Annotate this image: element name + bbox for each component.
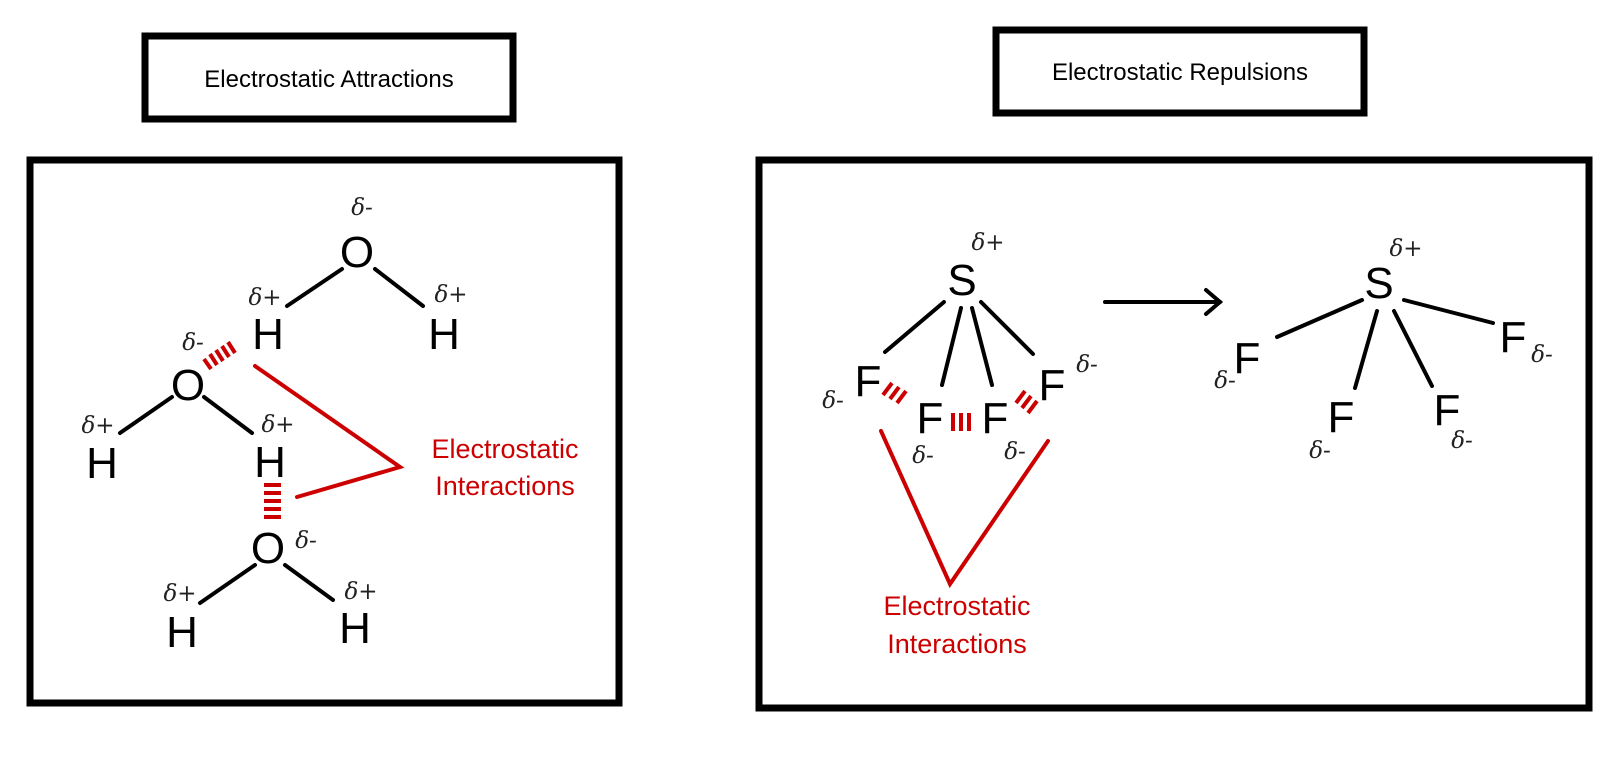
sf4-after: S δ+ F F F F δ- δ- δ- δ- bbox=[1214, 236, 1553, 464]
bond-oh bbox=[285, 267, 344, 308]
repulsion-hash-middle bbox=[951, 413, 971, 431]
annotation-left: Electrostatic Interactions bbox=[431, 434, 578, 501]
callout-line-right bbox=[879, 429, 1050, 589]
atom-oxygen: O bbox=[251, 524, 285, 573]
atom-hydrogen: H bbox=[86, 439, 118, 488]
bond-sf bbox=[1353, 309, 1379, 390]
bond-sf bbox=[1392, 309, 1434, 388]
water-molecule-bottom: O H H δ- δ+ δ+ bbox=[163, 524, 377, 657]
atom-fluorine: F bbox=[1500, 313, 1527, 362]
water-molecule-middle: O H H δ- δ+ δ+ bbox=[81, 330, 294, 488]
repulsion-hash-right bbox=[1014, 389, 1039, 415]
charge-delta-plus: δ+ bbox=[248, 285, 281, 311]
atom-oxygen: O bbox=[171, 361, 205, 410]
bond-sf bbox=[883, 300, 946, 354]
bond-oh bbox=[118, 395, 174, 435]
bond-sf bbox=[1275, 298, 1364, 339]
left-title: Electrostatic Attractions bbox=[204, 66, 453, 93]
left-title-box: Electrostatic Attractions bbox=[141, 32, 517, 123]
atom-hydrogen: H bbox=[428, 310, 460, 359]
atom-fluorine: F bbox=[917, 394, 944, 443]
charge-delta-plus: δ+ bbox=[1389, 236, 1422, 262]
atom-fluorine: F bbox=[1039, 361, 1066, 410]
atom-fluorine: F bbox=[1328, 393, 1355, 442]
charge-delta-minus: δ- bbox=[295, 528, 317, 554]
bond-sf bbox=[979, 300, 1035, 356]
atom-fluorine: F bbox=[855, 357, 882, 406]
water-molecule-top: O H H δ- δ+ δ+ bbox=[248, 195, 467, 359]
atom-hydrogen: H bbox=[166, 608, 198, 657]
reaction-arrow-icon bbox=[1103, 288, 1224, 316]
charge-delta-minus: δ- bbox=[351, 195, 373, 221]
charge-delta-plus: δ+ bbox=[261, 412, 294, 438]
charge-delta-minus: δ- bbox=[1531, 342, 1553, 368]
left-title-frame bbox=[141, 32, 517, 123]
bond-oh bbox=[202, 395, 254, 435]
charge-delta-minus: δ- bbox=[912, 443, 934, 469]
atom-hydrogen: H bbox=[254, 438, 286, 487]
charge-delta-minus: δ- bbox=[1214, 368, 1236, 394]
charge-delta-minus: δ- bbox=[1451, 428, 1473, 454]
annotation-line-1: Electrostatic bbox=[431, 434, 578, 464]
charge-delta-plus: δ+ bbox=[344, 579, 377, 605]
bond-oh bbox=[198, 563, 257, 605]
right-panel-frame bbox=[755, 156, 1593, 712]
charge-delta-plus: δ+ bbox=[434, 282, 467, 308]
atom-hydrogen: H bbox=[339, 604, 371, 653]
bond-oh bbox=[373, 267, 425, 308]
callout-line-left bbox=[253, 364, 405, 499]
charge-delta-plus: δ+ bbox=[971, 230, 1004, 256]
right-title-frame bbox=[992, 26, 1368, 117]
bond-oh bbox=[283, 563, 335, 602]
charge-delta-plus: δ+ bbox=[163, 581, 196, 607]
bond-sf bbox=[1402, 298, 1495, 325]
charge-delta-plus: δ+ bbox=[81, 413, 114, 439]
atom-fluorine: F bbox=[1434, 386, 1461, 435]
atom-sulfur: S bbox=[947, 256, 976, 305]
charge-delta-minus: δ- bbox=[1004, 439, 1026, 465]
annotation-right: Electrostatic Interactions bbox=[883, 591, 1030, 659]
annotation-line-1: Electrostatic bbox=[883, 591, 1030, 621]
right-title: Electrostatic Repulsions bbox=[1052, 59, 1308, 86]
atom-fluorine: F bbox=[982, 394, 1009, 443]
charge-delta-minus: δ- bbox=[182, 330, 204, 356]
repulsion-hash-left bbox=[881, 381, 908, 405]
atom-fluorine: F bbox=[1234, 334, 1261, 383]
annotation-line-2: Interactions bbox=[887, 629, 1027, 659]
hydrogen-bond-hash-lower bbox=[264, 483, 281, 519]
annotation-line-2: Interactions bbox=[435, 471, 575, 501]
bond-sf bbox=[940, 306, 963, 387]
left-panel-frame bbox=[26, 156, 623, 707]
atom-oxygen: O bbox=[340, 228, 374, 277]
charge-delta-minus: δ- bbox=[822, 388, 844, 414]
bond-sf bbox=[970, 306, 994, 387]
charge-delta-minus: δ- bbox=[1076, 352, 1098, 378]
charge-delta-minus: δ- bbox=[1309, 438, 1331, 464]
atom-hydrogen: H bbox=[252, 310, 284, 359]
atom-sulfur: S bbox=[1364, 259, 1393, 308]
hydrogen-bond-hash-upper bbox=[202, 340, 237, 371]
sf4-before: S δ+ F F F F δ- δ- δ- δ- bbox=[822, 230, 1098, 469]
right-title-box: Electrostatic Repulsions bbox=[992, 26, 1368, 117]
